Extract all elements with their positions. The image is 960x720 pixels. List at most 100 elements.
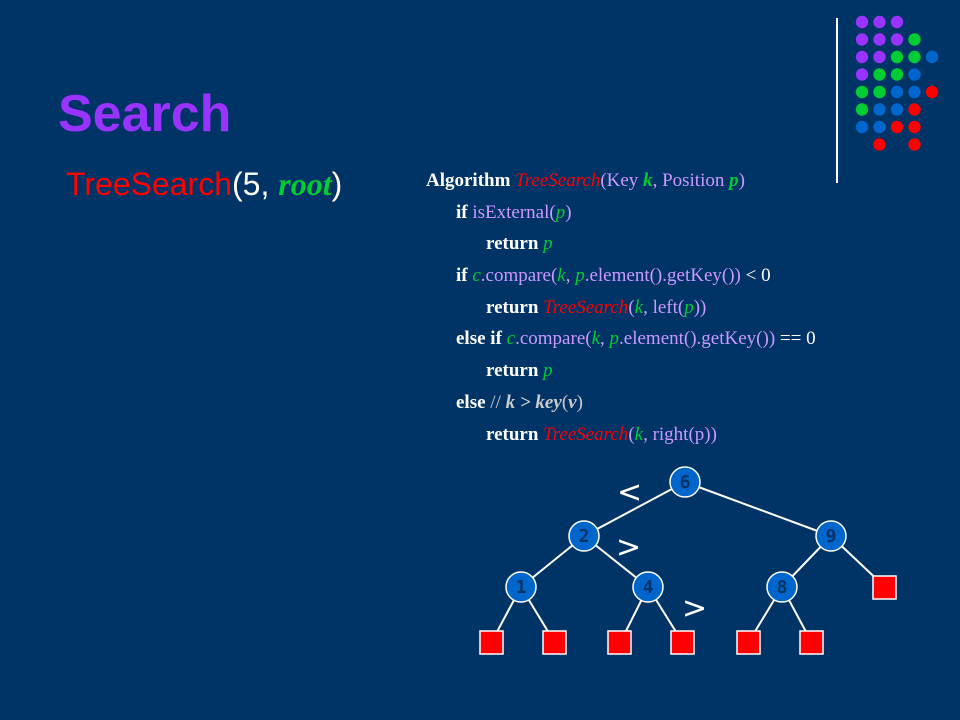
node-label: 2	[579, 526, 590, 547]
call-paren-close: )	[331, 166, 343, 202]
l4g: .element().getKey())	[584, 265, 746, 287]
node-label: 9	[826, 526, 837, 547]
tree-node: 1	[505, 571, 537, 603]
decorative-dot	[855, 85, 869, 99]
l2d: )	[565, 201, 572, 223]
algorithm-line-1: Algorithm TreeSearch(Key k, Position p)	[426, 165, 816, 197]
function-call: TreeSearch(5, root)	[66, 166, 342, 203]
tree-edge	[684, 481, 832, 537]
l1b: TreeSearch	[515, 170, 601, 191]
decorative-dot	[908, 50, 921, 64]
decorative-dot	[855, 103, 869, 116]
l4f: p	[575, 265, 585, 287]
decorative-dot	[890, 120, 904, 134]
l6b: c	[506, 328, 516, 350]
l4e: ,	[565, 265, 576, 287]
node-circle	[505, 571, 537, 603]
algorithm-line-4: if c.compare(k, p.element().getKey()) < …	[426, 260, 816, 292]
external-leaf	[670, 630, 695, 655]
l6f: p	[609, 328, 620, 350]
decorative-dot	[855, 120, 869, 134]
decorative-dot	[925, 50, 939, 64]
l2b: isExternal(	[472, 201, 556, 223]
decorative-dot	[855, 68, 869, 81]
l8b: //	[490, 391, 506, 413]
node-circle	[568, 520, 600, 552]
algorithm-line-7: return p	[426, 355, 816, 387]
l5g: ))	[693, 296, 707, 318]
l7a: return	[486, 360, 544, 382]
l9d: k	[634, 423, 644, 445]
node-circle	[766, 571, 798, 603]
l4h: < 0	[745, 265, 771, 287]
decorative-dot	[890, 15, 904, 29]
algorithm-line-8: else // k > key(v)	[426, 387, 816, 419]
external-leaf	[736, 630, 761, 655]
decorative-dot	[873, 85, 886, 99]
l5f: p	[684, 296, 694, 318]
node-circle	[815, 520, 847, 552]
decorative-dot	[873, 120, 886, 134]
l4b: c	[472, 265, 481, 287]
l5d: k	[634, 296, 644, 318]
algorithm-line-3: return p	[426, 228, 816, 260]
node-label: 1	[516, 577, 527, 598]
call-second-arg: root	[278, 166, 332, 202]
comparison-greater-than: >	[616, 530, 641, 565]
l4c: .compare(	[480, 265, 558, 287]
l1e: , Position	[652, 170, 730, 191]
decorative-dot	[908, 138, 921, 151]
decorative-dot	[890, 50, 904, 64]
call-function-name: TreeSearch	[66, 166, 232, 202]
l8f: )	[576, 391, 583, 413]
l5e: , left(	[643, 296, 685, 318]
l5b: TreeSearch	[543, 296, 629, 318]
decorative-dot	[925, 85, 939, 99]
l4a: if	[456, 265, 473, 287]
decorative-dot	[873, 50, 886, 64]
l9e: , right(p))	[643, 423, 717, 445]
node-label: 6	[680, 472, 691, 493]
slide-title: Search	[58, 85, 232, 143]
l5c: (	[628, 296, 635, 318]
decorative-vertical-line	[836, 18, 838, 183]
external-leaf	[872, 575, 897, 600]
decorative-dot	[908, 120, 921, 134]
l9c: (	[628, 423, 635, 445]
l6e: ,	[600, 328, 610, 350]
l6g: .element().getKey())	[619, 328, 780, 350]
decorative-dot	[873, 33, 886, 46]
comparison-less-than: <	[617, 475, 642, 510]
l9a: return	[486, 423, 544, 445]
decorative-dot	[855, 33, 869, 46]
l2a: if	[456, 201, 473, 223]
decorative-dot	[873, 15, 886, 29]
tree-node: 8	[766, 571, 798, 603]
l2c: p	[555, 201, 566, 223]
l6a: else if	[456, 328, 507, 350]
comparison-greater-than: >	[682, 591, 707, 626]
decorative-dot	[855, 15, 869, 29]
algorithm-line-6: else if c.compare(k, p.element().getKey(…	[426, 323, 816, 355]
l6d: k	[591, 328, 601, 350]
external-leaves	[479, 575, 897, 655]
l4d: k	[557, 265, 566, 287]
algorithm-pseudocode: Algorithm TreeSearch(Key k, Position p) …	[426, 165, 816, 450]
call-first-arg: 5,	[242, 166, 279, 202]
decorative-dot	[890, 103, 904, 116]
node-label: 4	[643, 577, 654, 598]
node-label: 8	[777, 577, 788, 598]
decorative-dot	[873, 68, 886, 81]
decorative-dot	[908, 68, 921, 81]
decorative-dot	[873, 138, 886, 151]
l3a: return	[486, 233, 544, 255]
internal-nodes: 6 2 9 1 4 8	[505, 466, 847, 603]
l6c: .compare(	[515, 328, 592, 350]
tree-edge	[583, 481, 686, 537]
l6h: == 0	[779, 328, 816, 350]
l1f: p	[729, 170, 739, 191]
algorithm-line-2: if isExternal(p)	[426, 197, 816, 229]
decorative-dot	[873, 103, 886, 116]
decorative-dot	[890, 68, 904, 81]
